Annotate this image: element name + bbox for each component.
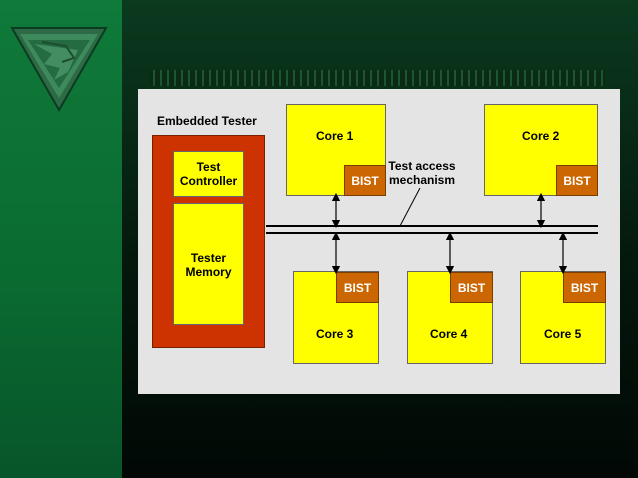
core-5-label: Core 5	[544, 327, 582, 341]
tester-memory-box: Tester Memory	[173, 203, 244, 325]
test-controller-line2: Controller	[179, 174, 238, 188]
triangle-logo-icon	[10, 27, 108, 113]
embedded-tester-label: Embedded Tester	[157, 114, 257, 128]
tam-callout-line	[399, 187, 421, 227]
tam-label: Test access mechanism	[384, 159, 460, 187]
test-controller-line1: Test	[196, 160, 221, 174]
core-3-bist: BIST	[336, 272, 379, 303]
tester-memory-line1: Tester	[190, 251, 227, 265]
core-5-bist: BIST	[563, 272, 606, 303]
core-2-bist: BIST	[556, 165, 598, 196]
core-4-bist: BIST	[450, 272, 493, 303]
tam-label-line1: Test access	[388, 159, 456, 173]
test-controller-box: Test Controller	[173, 151, 244, 197]
tester-memory-line2: Memory	[185, 265, 232, 279]
core-3-label: Core 3	[316, 327, 354, 341]
decorative-tick-bar	[150, 70, 605, 86]
tam-label-line2: mechanism	[388, 173, 456, 187]
core-1-bist: BIST	[344, 165, 386, 196]
core-4-label: Core 4	[430, 327, 468, 341]
core-2-label: Core 2	[522, 129, 560, 143]
core-1-label: Core 1	[316, 129, 354, 143]
